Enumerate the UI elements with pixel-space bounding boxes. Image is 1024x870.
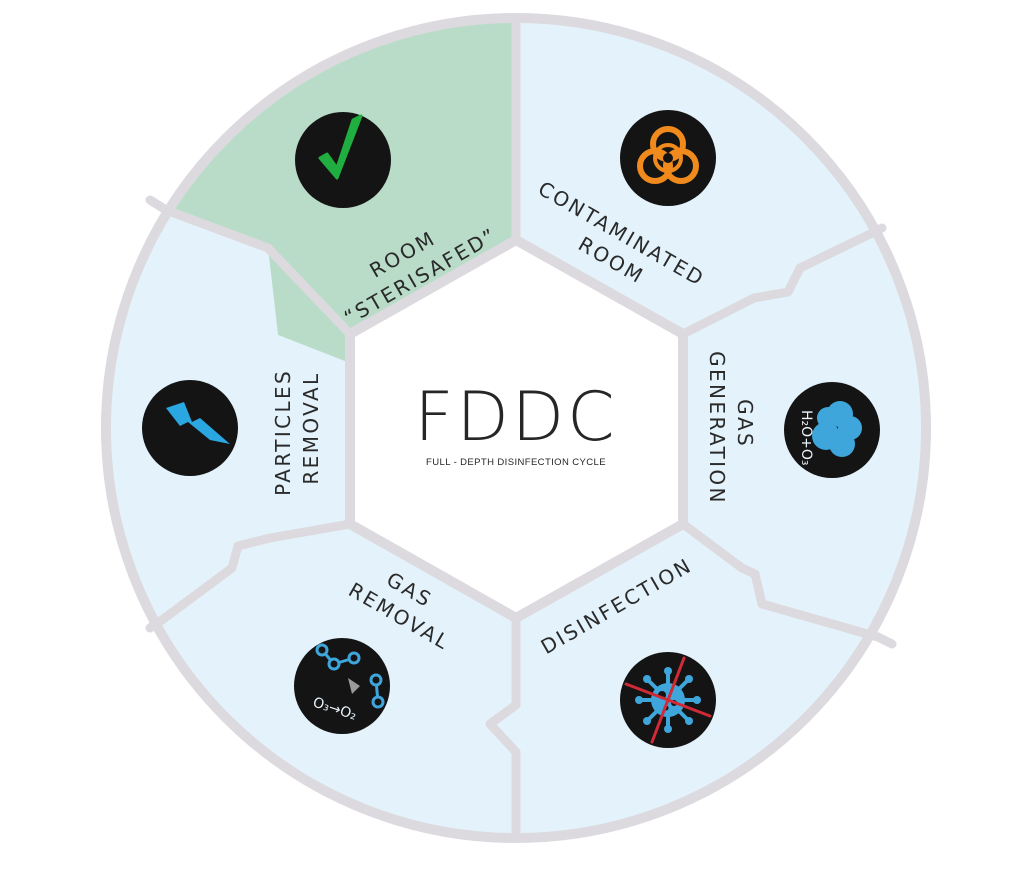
cycle-ring [101, 13, 931, 843]
center-hexagon [345, 235, 688, 623]
gas-formula: H₂O+O₃ [798, 410, 814, 466]
virus-crossed-icon [620, 652, 716, 748]
center-subtitle: FULL - DEPTH DISINFECTION CYCLE [426, 457, 606, 468]
checkmark-icon [295, 112, 391, 208]
biohazard-icon [620, 110, 716, 206]
segment-label-gas-generation: GAS GENERATION [705, 351, 757, 505]
segment-gas-generation[interactable] [516, 170, 1000, 700]
center-title: FDDC [414, 378, 617, 457]
cloud-icon: H₂O+O₃ [784, 382, 880, 478]
molecule-icon: O₃→O₂ [294, 638, 390, 734]
segment-particles-removal[interactable] [120, 150, 516, 680]
lightning-icon [142, 380, 238, 476]
segment-label-particles-removal: PARTICLES REMOVAL [271, 360, 323, 496]
